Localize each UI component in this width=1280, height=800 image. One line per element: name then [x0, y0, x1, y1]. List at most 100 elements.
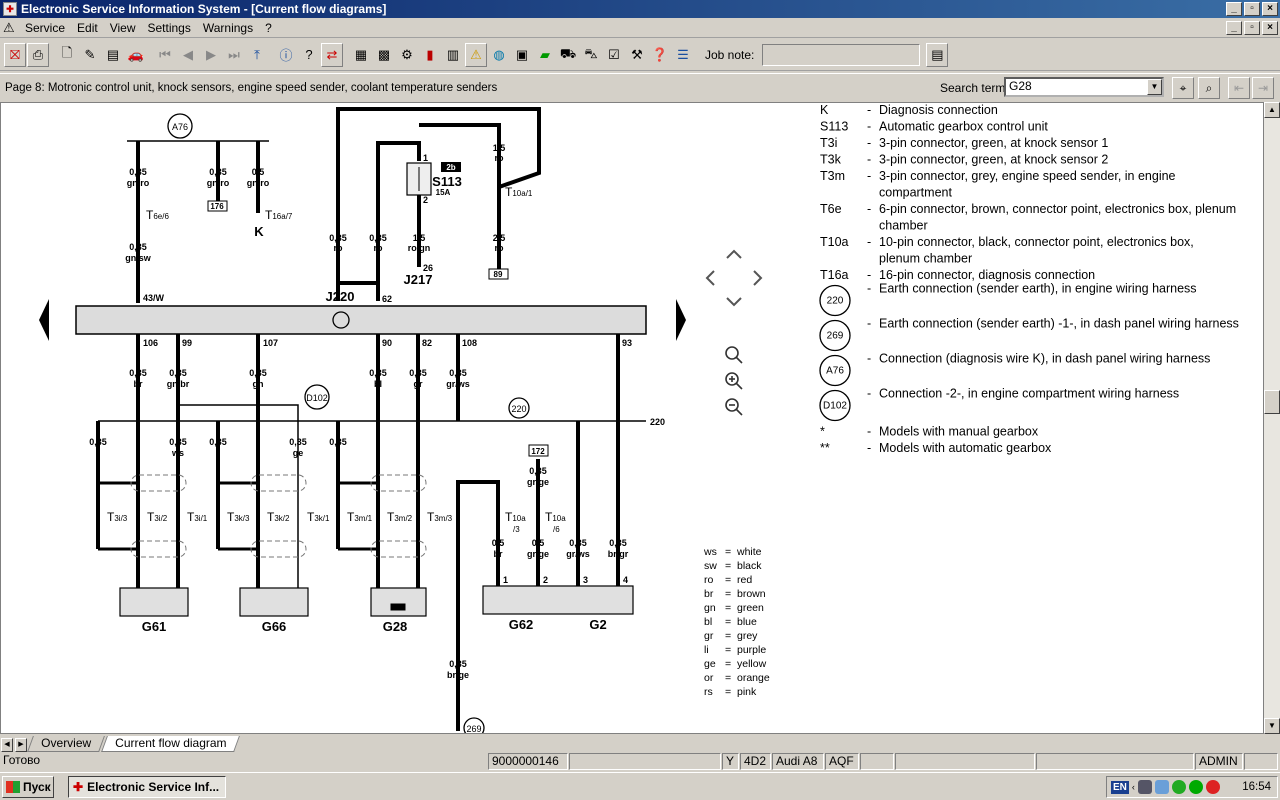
car-side-icon[interactable]: ⛟ [559, 45, 577, 61]
checklist-icon[interactable]: ☑ [608, 46, 620, 62]
svg-text:ro: ro [495, 243, 505, 253]
svg-text:1,5: 1,5 [493, 143, 506, 153]
job-note-edit-icon[interactable]: ▤ [926, 42, 949, 67]
minimize-button[interactable]: _ [1226, 2, 1242, 16]
scroll-up-icon[interactable]: ▲ [1264, 102, 1280, 118]
color-eq: = [725, 546, 731, 558]
color-name: black [737, 560, 762, 572]
mdi-restore-button[interactable]: ▫ [1244, 21, 1260, 35]
status-doc-id: 9000000146 [488, 753, 568, 770]
menu-edit[interactable]: Edit [77, 20, 98, 35]
green-book-icon[interactable]: ▰ [540, 46, 550, 62]
workshop-manual-icon[interactable]: ▦ [354, 46, 368, 62]
vertical-scrollbar[interactable]: ▲ ▼ [1264, 102, 1280, 734]
first-page-icon[interactable]: ⏮ [159, 46, 171, 62]
wiring-icon[interactable]: ▩ [377, 46, 391, 62]
language-indicator[interactable]: EN [1111, 780, 1129, 794]
menu-settings[interactable]: Settings [147, 20, 191, 35]
update-icon[interactable] [1171, 780, 1186, 794]
search-next-icon[interactable]: ⌕ [1198, 77, 1220, 99]
stack-icon[interactable]: ☰ [677, 46, 689, 62]
color-eq: = [725, 574, 731, 586]
menu-service[interactable]: Service [25, 20, 66, 35]
label-269: 269 [466, 724, 481, 733]
close-button[interactable]: × [1262, 2, 1278, 16]
legend-desc: Models with automatic gearbox [879, 441, 1052, 455]
previous-page-icon[interactable]: ◀ [183, 46, 193, 62]
svg-text:T3k/3: T3k/3 [227, 510, 250, 524]
vehicle-icon[interactable]: 🚗 [127, 46, 145, 62]
menu-view[interactable]: View [109, 20, 136, 35]
taskbar-app-button[interactable]: ✚Electronic Service Inf... [68, 775, 226, 798]
document-list-icon[interactable]: ▤ [106, 46, 120, 62]
svg-text:43/W: 43/W [143, 293, 165, 303]
legend-desc: Earth connection (sender earth), in engi… [879, 282, 1197, 296]
tab-next-icon[interactable]: ▶ [15, 738, 27, 752]
legend-desc: Connection -2-, in engine compartment wi… [879, 387, 1179, 401]
color-name: blue [737, 616, 757, 628]
status-model-code: 4D2 [740, 753, 771, 770]
connection-icon[interactable] [1154, 780, 1169, 794]
svg-text:gn/ro: gn/ro [207, 178, 230, 188]
legend-dash: - [867, 268, 871, 282]
new-document-icon[interactable]: 🗋 [61, 44, 73, 60]
security-icon[interactable] [1188, 780, 1203, 794]
tab-current-flow-diagram[interactable]: Current flow diagram [101, 736, 241, 752]
exit-icon[interactable]: ⛝ [4, 42, 26, 67]
search-dropdown-icon[interactable]: ▼ [1147, 79, 1162, 95]
tools-icon[interactable]: ⚙ [401, 46, 413, 62]
svg-text:106: 106 [143, 338, 158, 348]
page-title: Page 8: Motronic control unit, knock sen… [5, 81, 498, 94]
last-page-icon[interactable]: ⏭ [228, 46, 240, 62]
mdi-minimize-button[interactable]: _ [1226, 21, 1242, 35]
help-doc-icon[interactable]: ❓ [651, 46, 669, 62]
search-input[interactable]: G28 ▼ [1004, 77, 1164, 97]
back-icon[interactable]: ⇤ [1228, 77, 1250, 99]
label-fuse: 15A [436, 188, 451, 197]
tray-arrow-icon[interactable]: ‹ [1131, 782, 1135, 792]
search-binoculars-icon[interactable]: ⌖ [1172, 77, 1194, 99]
svg-text:br: br [134, 379, 143, 389]
jump-up-icon[interactable]: ⤒ [254, 46, 260, 62]
tab-overview[interactable]: Overview [27, 736, 105, 752]
svg-text:2: 2 [423, 195, 428, 205]
svg-text:gr: gr [414, 379, 423, 389]
globe-icon[interactable]: ◍ [493, 46, 505, 62]
menu-warnings[interactable]: Warnings [202, 20, 254, 35]
antivirus-icon[interactable] [1205, 780, 1220, 794]
network-icon[interactable] [1137, 780, 1152, 794]
save-icon[interactable]: ▣ [515, 46, 529, 62]
legend-code: 269 [827, 331, 844, 342]
book-icon[interactable]: ▮ [426, 46, 434, 62]
label-89: 89 [494, 270, 503, 279]
help-icon[interactable]: ? [305, 47, 313, 62]
scroll-down-icon[interactable]: ▼ [1264, 718, 1280, 734]
scroll-thumb[interactable] [1264, 390, 1280, 414]
tab-prev-icon[interactable]: ◀ [1, 738, 13, 752]
menu-help[interactable]: ? [265, 20, 272, 35]
svg-text:0,35: 0,35 [449, 368, 467, 378]
car-info-icon[interactable]: ⛍ [584, 45, 598, 61]
mdi-close-button[interactable]: × [1262, 21, 1278, 35]
legend-desc-cont: chamber [879, 219, 928, 233]
svg-text:ro: ro [495, 153, 505, 163]
notes-icon[interactable]: ▥ [446, 46, 460, 62]
maximize-button[interactable]: ▫ [1244, 2, 1260, 16]
start-button[interactable]: Пуск [2, 775, 54, 798]
print-icon[interactable]: ⎙ [27, 42, 49, 67]
color-key-row: or=orange [704, 672, 770, 684]
forward-icon[interactable]: ⇥ [1252, 77, 1274, 99]
svg-text:0,35: 0,35 [329, 437, 347, 447]
diagnostic-icon[interactable]: ⚒ [631, 46, 643, 62]
switch-icon[interactable]: ⇄ [321, 42, 343, 67]
job-note-field[interactable] [762, 43, 921, 66]
next-page-icon[interactable]: ▶ [206, 46, 216, 62]
color-key-row: gn=green [704, 602, 764, 614]
color-key-row: rs=pink [704, 686, 757, 698]
edit-document-icon[interactable]: ✎ [84, 46, 96, 62]
info-icon[interactable]: ⓘ [279, 48, 293, 63]
color-abbr: ro [704, 574, 713, 586]
warning-toolbar-icon[interactable]: ⚠ [465, 42, 487, 67]
